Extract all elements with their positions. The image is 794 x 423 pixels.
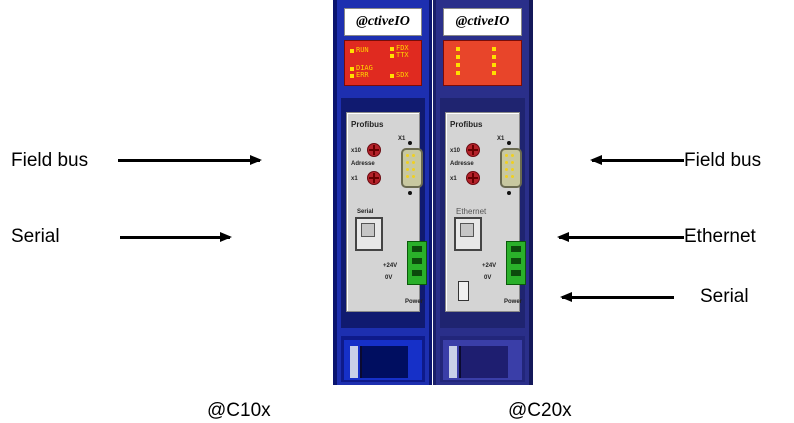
device-logo: @ctiveIO [344,8,422,36]
voltage-0v-label: 0V [385,275,393,281]
port-label: Ethernet [456,207,487,216]
rotary-x1-label: x1 [450,176,457,182]
led-label-run: RUN [356,46,369,54]
label-fieldbus-left: Field bus [11,150,89,171]
led-indicator [350,67,354,71]
led-indicator [350,49,354,53]
screw-icon [408,141,412,145]
led-indicator [492,55,496,59]
rotary-adresse-label: Adresse [450,161,474,167]
arrow-serial-left [120,232,232,242]
caption-c10x: @C10x [207,400,271,421]
serial-usb-port[interactable] [458,281,469,301]
screw-icon [507,191,511,195]
dsub-connector[interactable] [500,148,522,188]
led-label-diag: DIAG [356,64,373,72]
voltage-24v-label: +24V [383,263,398,269]
voltage-24v-label: +24V [482,263,497,269]
bus-label: Profibus [351,120,384,129]
serial-port[interactable] [355,217,383,251]
dsub-connector[interactable] [401,148,423,188]
label-fieldbus-right: Field bus [684,150,762,171]
ethernet-port[interactable] [454,217,482,251]
front-panel: Profibus X1 x10 Adresse x1 Ethernet +24V… [445,112,526,312]
power-terminal[interactable] [506,241,526,285]
rotary-x10-label: x10 [450,148,461,154]
led-label-sdx: SDX [396,71,409,79]
power-label: Power [504,299,523,305]
front-panel: Profibus X1 x10 Adresse x1 Serial +24V 0… [346,112,427,312]
led-indicator [492,47,496,51]
arrow-ethernet-right [557,232,684,242]
device-base [440,336,525,382]
led-indicator [456,55,460,59]
led-indicator [390,54,394,58]
arrow-serial-right [560,292,674,302]
device-c10x: @ctiveIO RUN FDX TTX DIAG ERR SDX Profib… [333,0,432,385]
led-indicator [350,74,354,78]
rotary-x10-label: x10 [351,148,362,154]
led-indicator [456,63,460,67]
led-indicator [492,63,496,67]
rotary-adresse-label: Adresse [351,161,375,167]
screw-icon [408,191,412,195]
rotary-switch-x10[interactable] [466,143,480,157]
led-panel: RUN FDX TTX DIAG ERR SDX [344,40,422,86]
arrow-fieldbus-right [590,155,684,165]
connector-label: X1 [398,136,406,142]
voltage-0v-label: 0V [484,275,492,281]
led-label-fdx: FDX [396,44,409,52]
led-indicator [456,47,460,51]
screw-icon [507,141,511,145]
label-serial-right: Serial [700,286,749,307]
connector-label: X1 [497,136,505,142]
led-indicator [456,71,460,75]
led-indicator [390,74,394,78]
power-label: Power [405,299,424,305]
rotary-switch-x1[interactable] [466,171,480,185]
port-label: Serial [357,209,374,215]
led-label-ttx: TTX [396,51,409,59]
rotary-x1-label: x1 [351,176,358,182]
led-label-err: ERR [356,71,369,79]
label-ethernet-right: Ethernet [684,226,756,247]
led-indicator [390,47,394,51]
label-serial-left: Serial [11,226,60,247]
led-panel [443,40,522,86]
rotary-switch-x10[interactable] [367,143,381,157]
arrow-fieldbus-left [118,155,262,165]
device-c20x: @ctiveIO Profibus X1 x10 Adresse x1 Ethe… [433,0,533,385]
device-base [341,336,425,382]
rotary-switch-x1[interactable] [367,171,381,185]
caption-c20x: @C20x [508,400,572,421]
bus-label: Profibus [450,120,483,129]
device-logo: @ctiveIO [443,8,522,36]
power-terminal[interactable] [407,241,427,285]
led-indicator [492,71,496,75]
